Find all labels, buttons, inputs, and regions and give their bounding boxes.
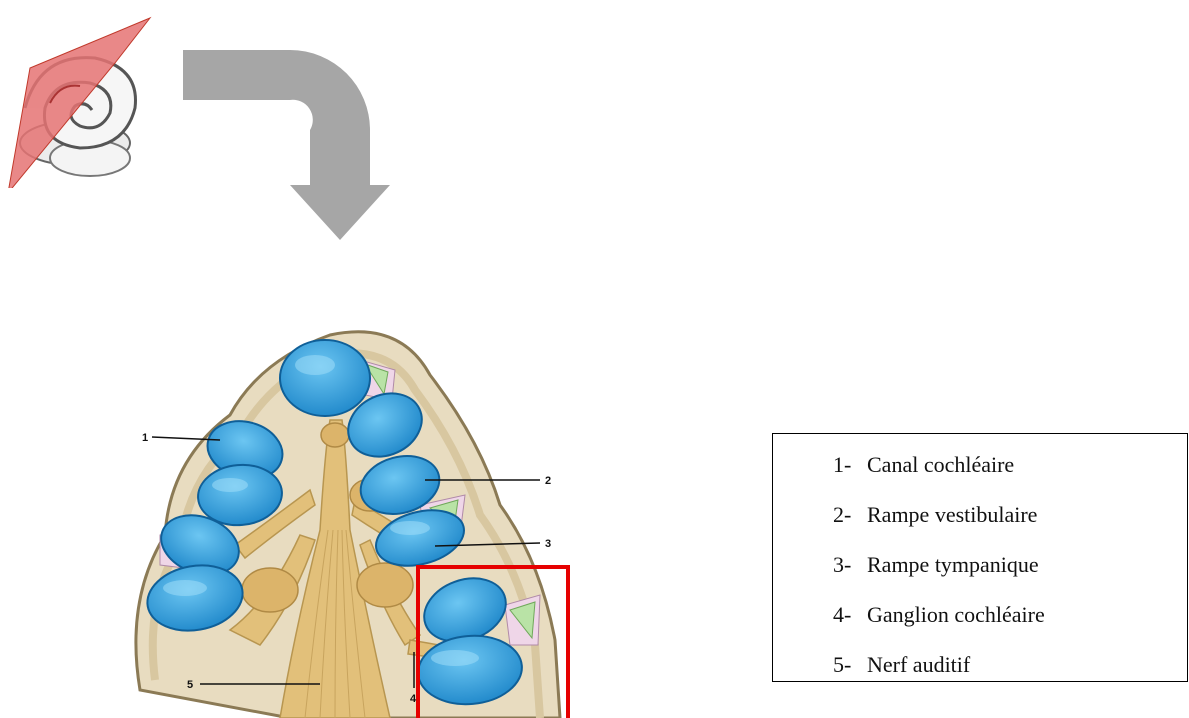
legend-item-number: 1- xyxy=(833,450,867,480)
legend-item: 3-Rampe tympanique xyxy=(833,550,1187,600)
legend-item-number: 4- xyxy=(833,600,867,630)
legend-list: 1-Canal cochléaire 2-Rampe vestibulaire … xyxy=(773,434,1187,700)
legend-item: 5-Nerf auditif xyxy=(833,650,1187,700)
legend-item: 2-Rampe vestibulaire xyxy=(833,500,1187,550)
legend-item-label: Ganglion cochléaire xyxy=(867,602,1045,627)
callout-4: 4 xyxy=(410,693,417,705)
cochlea-section-plane-icon xyxy=(0,8,160,188)
legend-item-number: 5- xyxy=(833,650,867,680)
legend-item-label: Rampe vestibulaire xyxy=(867,502,1037,527)
callout-3: 3 xyxy=(545,538,551,550)
bent-arrow-icon xyxy=(170,45,400,245)
legend-item-label: Nerf auditif xyxy=(867,652,970,677)
legend-item-label: Canal cochléaire xyxy=(867,452,1014,477)
legend-item: 1-Canal cochléaire xyxy=(833,450,1187,500)
legend-item-number: 2- xyxy=(833,500,867,530)
callout-5: 5 xyxy=(187,679,193,691)
callout-1: 1 xyxy=(142,432,148,444)
legend-box: 1-Canal cochléaire 2-Rampe vestibulaire … xyxy=(772,433,1188,682)
legend-item: 4-Ganglion cochléaire xyxy=(833,600,1187,650)
legend-item-label: Rampe tympanique xyxy=(867,552,1039,577)
legend-item-number: 3- xyxy=(833,550,867,580)
callout-2: 2 xyxy=(545,475,551,487)
cochlea-cross-section: 1 2 3 4 5 xyxy=(120,300,590,718)
